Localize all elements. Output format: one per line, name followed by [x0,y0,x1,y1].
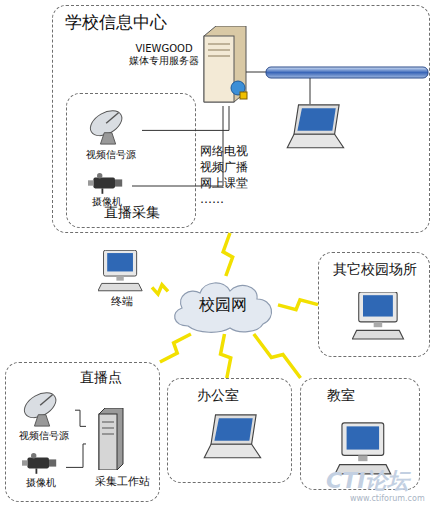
node-label: 学校信息中心 [65,12,215,32]
lightning-link [254,334,301,378]
service-list: 网络电视 视频广播 网上课堂 …… [200,143,258,207]
device-node: 视频信号源 [13,387,75,445]
network-cloud: 校园网 [168,276,278,334]
node-label: 直播采集 [67,204,197,221]
node-label: 办公室 [178,387,258,404]
server-link [246,72,268,73]
zone-box: 办公室 [167,378,292,483]
server-node: VIEWGOOD 媒体专用服务器 [123,31,251,106]
desktop-icon [335,423,391,474]
network-bus [266,67,428,78]
watermark-url: www.ctiforum.com [350,494,434,504]
node-label: 校园网 [168,295,278,314]
device-node: 终端 [92,248,152,312]
device-node: 采集工作站 [86,407,158,495]
node-label: 终端 [92,295,152,308]
node-label: VIEWGOOD 媒体专用服务器 [123,43,205,67]
node-label: 直播点 [71,369,131,386]
camera-icon [88,173,122,194]
node-label: 教室 [311,387,371,404]
desktop-icon [352,292,403,339]
dish-icon [20,388,60,426]
bus-drop [310,78,311,104]
desktop-icon [98,250,142,290]
zone-box: 直播点视频信号源摄像机 采集工作站 [5,362,160,502]
node-label: 视频信号源 [80,149,142,161]
lightning-link [223,233,233,276]
device-node: 摄像机 [82,170,132,210]
lightning-link [221,334,231,378]
device-node: 摄像机 [16,449,66,495]
device-node: 视频信号源 [80,108,142,164]
node-label: 采集工作站 [86,475,158,488]
workstation-icon [99,408,123,470]
node-label: 摄像机 [16,477,66,489]
cable-line [66,444,86,467]
node-label: 视频信号源 [13,430,75,442]
dish-icon [86,106,126,144]
zone-box: 直播采集 视频信号源摄像机 [66,93,196,228]
camera-icon [22,453,56,474]
zone-box: 其它校园场所 [318,252,430,357]
cable-line [75,410,86,426]
watermark: CTI论坛 [326,468,432,494]
lightning-link [160,334,191,362]
node-label: 其它校园场所 [319,261,431,278]
laptop-icon [287,105,343,148]
zone-box: 学校信息中心 VIEWGOOD 媒体专用服务器直播采集 视频信号源摄像机 [52,5,430,233]
node-label: 摄像机 [82,196,132,208]
cable-line [142,106,229,130]
server-icon [204,26,247,102]
laptop-icon [204,415,260,458]
lightning-link [152,285,168,294]
lightning-link [278,300,318,310]
